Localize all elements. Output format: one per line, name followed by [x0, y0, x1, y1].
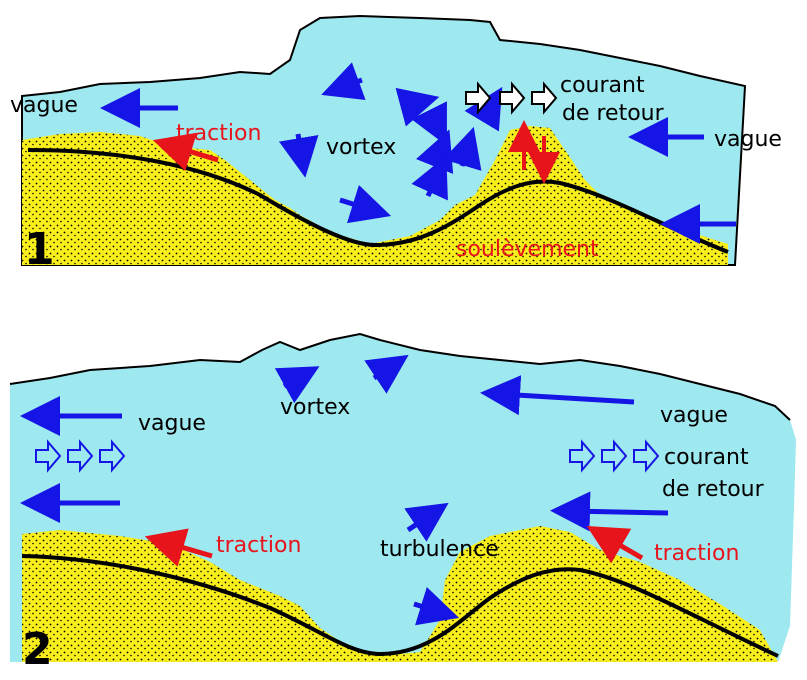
vortex-arrow-5 — [411, 101, 447, 146]
wave-arrow-right-lower — [550, 491, 669, 532]
label-vague-left: vague — [138, 411, 206, 436]
traction-arrow-right — [586, 525, 644, 564]
seabed-line — [27, 148, 729, 254]
turbulence-arrow-lower — [413, 587, 460, 626]
return-current-arrows — [465, 81, 558, 115]
return-current-arrows-left — [35, 439, 126, 473]
label-traction: traction — [176, 121, 261, 146]
label-traction-left: traction — [216, 533, 301, 558]
panel-number-2: 2 — [22, 624, 53, 675]
wave-arrow-right-upper — [480, 375, 635, 416]
label-vague-right: vague — [660, 403, 728, 428]
panel-1: vague vague traction vortex courant de r… — [10, 14, 782, 275]
vortex-arrow-right — [364, 354, 409, 394]
label-vague-left: vague — [10, 93, 78, 118]
traction-arrow — [152, 132, 219, 171]
traction-arrow-left — [144, 528, 213, 567]
label-courant-line2: de retour — [662, 477, 765, 502]
label-turbulence: turbulence — [380, 537, 499, 562]
vortex-arrow-1 — [321, 62, 366, 100]
seabed-line — [21, 554, 779, 658]
turbulence-arrow-upper — [404, 502, 449, 542]
panel-number-1: 1 — [24, 224, 55, 275]
vortex-arrow-9 — [464, 86, 503, 132]
label-courant-line1: courant — [664, 445, 749, 470]
panel-2: vague vague vortex courant de retour tra… — [9, 332, 796, 675]
vortex-arrow-8 — [443, 126, 482, 171]
label-courant-line2: de retour — [562, 101, 665, 126]
surface-line — [9, 332, 791, 421]
vortex-arrow-2 — [278, 133, 319, 178]
return-current-arrows-right — [569, 439, 660, 473]
vortex-arrow-left — [274, 366, 320, 404]
label-vague-right: vague — [714, 127, 782, 152]
label-vortex: vortex — [326, 135, 396, 160]
label-traction-right: traction — [654, 541, 739, 566]
vortex-arrow-3 — [339, 184, 392, 224]
label-soulevement: soulèvement — [456, 237, 599, 262]
label-courant-line1: courant — [560, 73, 645, 98]
vortex-arrow-7 — [411, 155, 448, 201]
label-vortex: vortex — [280, 395, 350, 420]
